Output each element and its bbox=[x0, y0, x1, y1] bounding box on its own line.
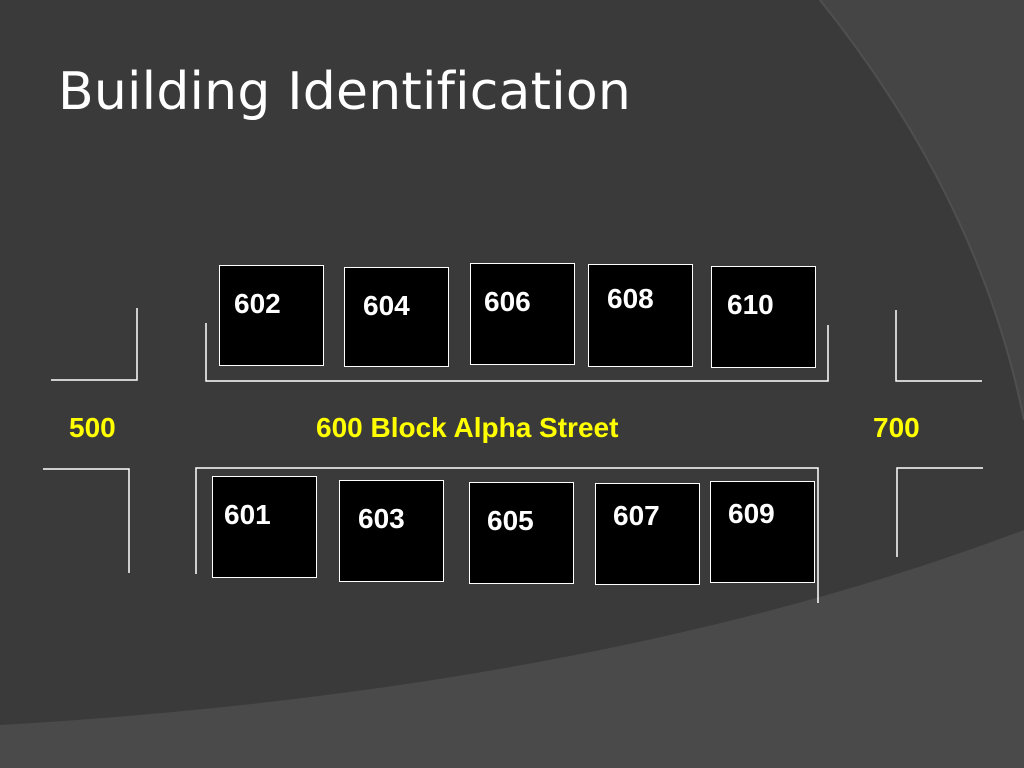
building-602: 602 bbox=[219, 265, 324, 366]
building-610: 610 bbox=[711, 266, 816, 368]
building-number: 602 bbox=[234, 288, 281, 319]
building-605: 605 bbox=[469, 482, 574, 584]
curb-ne bbox=[895, 310, 982, 382]
block-500-label: 500 bbox=[69, 412, 116, 443]
background-arc bbox=[819, 0, 1024, 421]
building-number: 606 bbox=[484, 286, 531, 317]
building-number: 607 bbox=[613, 500, 660, 531]
building-number: 609 bbox=[728, 498, 775, 529]
street-name: 600 Block Alpha Street bbox=[316, 412, 619, 443]
building-number: 610 bbox=[727, 289, 774, 320]
curb-nw bbox=[51, 308, 138, 381]
background-curve-bottom bbox=[0, 530, 1024, 768]
building-number: 608 bbox=[607, 283, 654, 314]
curb-se bbox=[896, 467, 983, 557]
block-700-label: 700 bbox=[873, 412, 920, 443]
building-number: 605 bbox=[487, 505, 534, 536]
building-number: 601 bbox=[224, 499, 271, 530]
curb-sw bbox=[43, 468, 130, 573]
background-curve-top bbox=[820, 0, 1024, 420]
building-number: 604 bbox=[363, 290, 410, 321]
building-606: 606 bbox=[470, 263, 575, 365]
building-number: 603 bbox=[358, 503, 405, 534]
block-north-boundary bbox=[205, 323, 829, 382]
block-south-boundary bbox=[195, 467, 819, 603]
building-601: 601 bbox=[212, 476, 317, 578]
street-lines bbox=[43, 308, 983, 603]
building-607: 607 bbox=[595, 483, 700, 585]
building-603: 603 bbox=[339, 480, 444, 582]
building-609: 609 bbox=[710, 481, 815, 583]
building-608: 608 bbox=[588, 264, 693, 367]
building-604: 604 bbox=[344, 267, 449, 367]
slide-title: Building Identification bbox=[58, 62, 632, 122]
